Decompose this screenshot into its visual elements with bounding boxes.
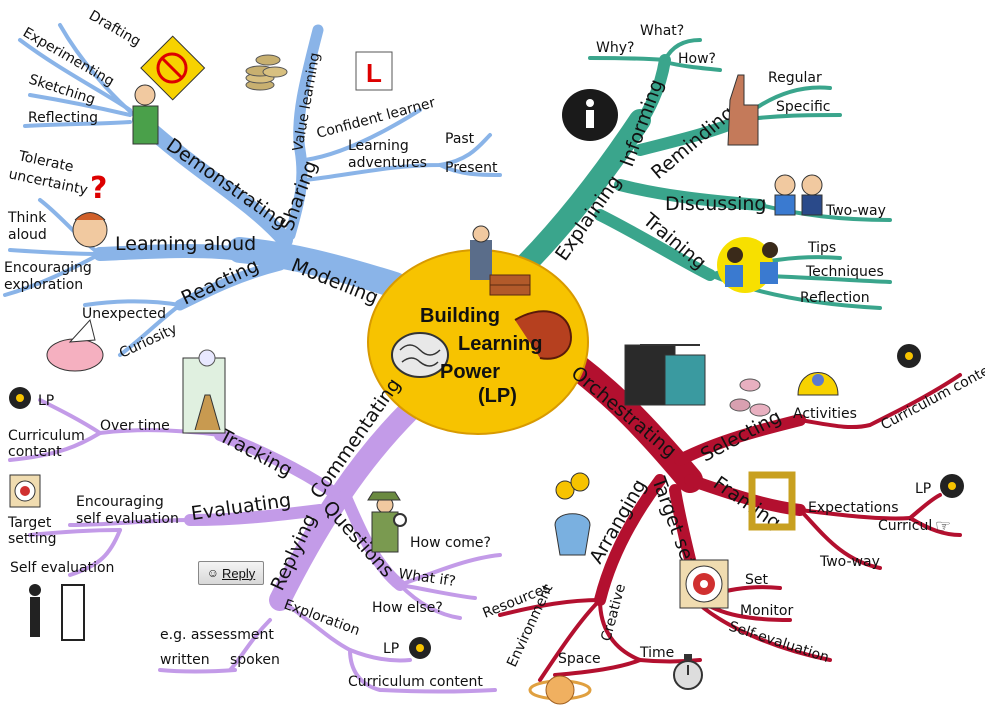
label-present: Present	[445, 160, 498, 176]
label-spoken: spoken	[230, 652, 280, 668]
label-lp-exploration: LP	[383, 641, 399, 657]
label-content: content	[8, 444, 62, 460]
label-curiosity: Curiosity	[117, 321, 180, 362]
hand-cursor-icon: ☞	[935, 516, 952, 537]
arm-muscle-icon	[514, 310, 572, 360]
label-learning: Learning	[348, 138, 409, 154]
builder-icon	[470, 225, 531, 296]
svg-text:L: L	[366, 58, 382, 88]
conductor-icon	[624, 344, 706, 406]
center-node: Building Learning Power (LP)	[367, 225, 589, 435]
label-written: written	[160, 652, 210, 668]
label-self-evaluation-orchestrating: Self-evaluation	[727, 619, 831, 666]
label-expectations: Expectations	[808, 500, 899, 516]
center-line4: (LP)	[478, 385, 517, 407]
person-drawing-icon	[132, 84, 159, 145]
pointing-hand-icon	[727, 74, 759, 146]
question-mark-icon: ?	[90, 171, 107, 206]
label-self-evaluation-commentating: Self evaluation	[10, 560, 114, 576]
reply-button[interactable]: ☺ Reply	[198, 561, 264, 585]
label-exploration: exploration	[4, 277, 83, 293]
label-why: Why?	[596, 40, 634, 56]
label-reflecting: Reflecting	[28, 110, 98, 126]
label-what: What?	[640, 23, 684, 39]
thinking-face-icon	[72, 212, 108, 248]
label-lp-orchestrating: LP	[915, 481, 931, 497]
no-sign-icon	[140, 35, 206, 101]
branch-modelling	[3, 23, 502, 357]
reply-icon: ☺	[206, 566, 219, 580]
flying-pig-icon	[46, 318, 104, 372]
dartboard-small-icon	[9, 474, 41, 508]
label-curriculum-content: Curriculum content	[348, 674, 483, 690]
cd-icon	[9, 344, 964, 659]
label-how-come: How come?	[410, 535, 491, 551]
label-over-time: Over time	[100, 418, 170, 434]
reply-label: Reply	[222, 565, 256, 581]
center-line3: Power	[440, 361, 500, 383]
railway-icon	[182, 349, 226, 434]
label-two-way-explaining: Two-way	[825, 203, 886, 219]
brain-icon	[391, 332, 449, 378]
label-setting: setting	[8, 531, 57, 547]
coins-icon	[245, 54, 288, 91]
label-techniques: Techniques	[805, 264, 884, 280]
label-tips: Tips	[807, 240, 836, 256]
detective-icon	[367, 491, 407, 553]
label-reflection: Reflection	[800, 290, 870, 306]
bell-icon	[797, 372, 839, 396]
label-curricul: Curricul	[878, 518, 932, 534]
label-drafting: Drafting	[86, 8, 143, 50]
label-self-evaluation-enc: self evaluation	[76, 511, 179, 527]
picture-frame-icon	[748, 471, 796, 531]
label-demonstrating: Demonstrating	[162, 134, 291, 234]
label-eg-assessment: e.g. assessment	[160, 627, 274, 643]
dartboard-icon	[679, 559, 729, 609]
person-mirror-icon	[29, 584, 85, 641]
two-people-icon	[774, 174, 823, 216]
l-plate-icon: L	[355, 51, 393, 91]
label-learning-aloud: Learning aloud	[115, 233, 256, 255]
label-how: How?	[678, 51, 716, 67]
label-reacting: Reacting	[178, 255, 262, 310]
dumbbells-icon	[717, 237, 778, 293]
svg-text:?: ?	[90, 171, 107, 206]
label-uncertainty: uncertainty	[7, 166, 89, 198]
label-curriculum: Curriculum	[8, 428, 85, 444]
label-curriculum-content-lp: Curriculum content+ LP	[878, 341, 985, 434]
label-discussing: Discussing	[665, 193, 766, 215]
label-two-way-orchestrating: Two-way	[819, 554, 880, 570]
label-monitor: Monitor	[740, 603, 793, 619]
label-regular: Regular	[768, 70, 822, 86]
label-lp-tracking: LP	[38, 393, 54, 409]
label-target: Target	[7, 515, 52, 531]
label-encouraging: Encouraging	[4, 260, 92, 276]
label-space: Space	[558, 651, 601, 667]
label-aloud: aloud	[8, 227, 47, 243]
label-set: Set	[745, 572, 769, 588]
stopwatch-icon	[673, 654, 703, 690]
center-line1: Building	[420, 305, 500, 327]
label-tracking: Tracking	[215, 425, 296, 482]
center-line2: Learning	[458, 333, 542, 355]
label-unexpected: Unexpected	[82, 306, 166, 322]
label-what-if: What if?	[397, 566, 456, 590]
flower-vase-icon	[554, 472, 591, 556]
info-icon	[562, 89, 618, 141]
label-selecting: Selecting	[697, 406, 785, 467]
label-adventures: adventures	[348, 155, 427, 171]
label-how-else: How else?	[372, 600, 443, 616]
label-think: Think	[7, 210, 47, 226]
label-specific: Specific	[776, 99, 831, 115]
sweets-icon	[729, 378, 771, 417]
label-past: Past	[445, 131, 475, 147]
planet-icon	[528, 675, 592, 705]
label-encouraging-commentating: Encouraging	[76, 494, 164, 510]
branch-commentating	[8, 398, 502, 694]
label-activities: Activities	[793, 406, 857, 422]
label-time: Time	[639, 645, 674, 661]
label-sharing: Sharing	[276, 158, 322, 234]
